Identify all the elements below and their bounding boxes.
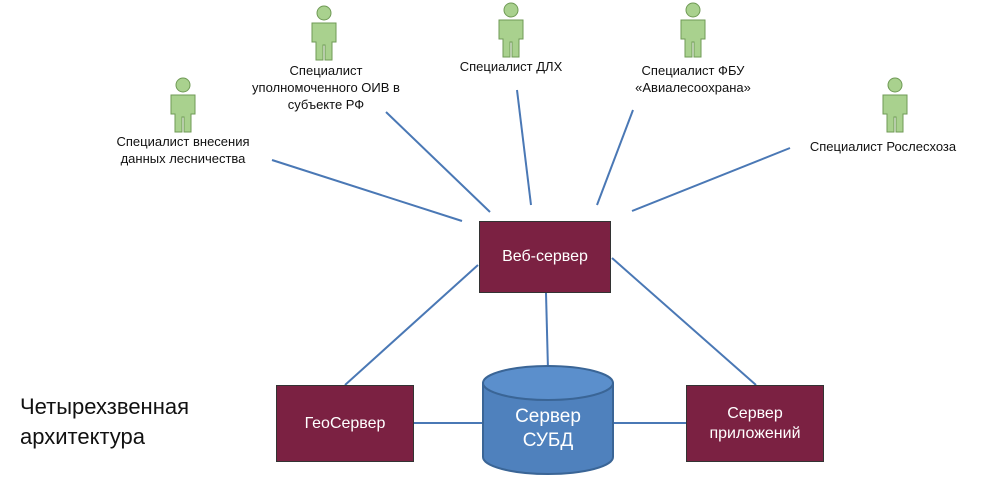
person-icon: [168, 77, 198, 133]
web-server-box: Веб-сервер: [479, 221, 611, 293]
link-web-app: [611, 257, 757, 386]
link-lesnichestvo-web: [271, 159, 463, 222]
label-line: уполномоченного ОИВ в: [252, 80, 400, 95]
web-server-label: Веб-сервер: [502, 248, 588, 265]
caption-line: Четырехзвенная: [20, 394, 190, 419]
label-line: данных лесничества: [120, 151, 246, 166]
label-line: Специалист ДЛХ: [459, 59, 563, 74]
person-icon: [678, 2, 708, 58]
link-oiv-web: [385, 111, 491, 213]
geo-server-box: ГеоСервер: [276, 385, 414, 462]
link-rosleshoz-web: [631, 147, 791, 212]
database-cylinder-icon: [482, 365, 614, 475]
person-icon: [880, 77, 910, 133]
link-dlh-web: [516, 89, 532, 206]
label-line: Специалист: [289, 63, 363, 78]
link-web-geo: [344, 264, 479, 386]
geo-server-label: ГеоСервер: [304, 414, 386, 432]
user-label-lesnichestvo: Специалист внесения данных лесничества: [98, 133, 268, 167]
person-icon: [309, 5, 339, 61]
user-label-rosleshoz: Специалист Рослесхоза: [796, 138, 970, 155]
caption-line: архитектура: [20, 424, 145, 449]
label-line: Специалист внесения: [116, 134, 250, 149]
label-line: Специалист ФБУ: [641, 63, 745, 78]
link-web-db: [545, 292, 549, 371]
user-label-oiv: Специалист уполномоченного ОИВ в субъект…: [236, 62, 416, 113]
label-line: субъекте РФ: [287, 97, 365, 112]
link-fbu-web: [596, 109, 634, 206]
db-server-label-line: СУБД: [522, 430, 574, 451]
label-line: «Авиалесоохрана»: [635, 80, 751, 95]
architecture-caption: Четырехзвенная архитектура: [20, 392, 189, 452]
user-label-fbu: Специалист ФБУ «Авиалесоохрана»: [618, 62, 768, 96]
app-server-label-line: Сервер: [727, 404, 783, 422]
label-line: Специалист Рослесхоза: [809, 139, 957, 154]
app-server-box: Сервер приложений: [686, 385, 824, 462]
app-server-label-line: приложений: [709, 424, 801, 442]
db-server-label-line: Сервер: [515, 406, 581, 427]
person-icon: [496, 2, 526, 58]
user-label-dlh: Специалист ДЛХ: [436, 58, 586, 75]
db-server-label: Сервер СУБД: [481, 405, 615, 453]
